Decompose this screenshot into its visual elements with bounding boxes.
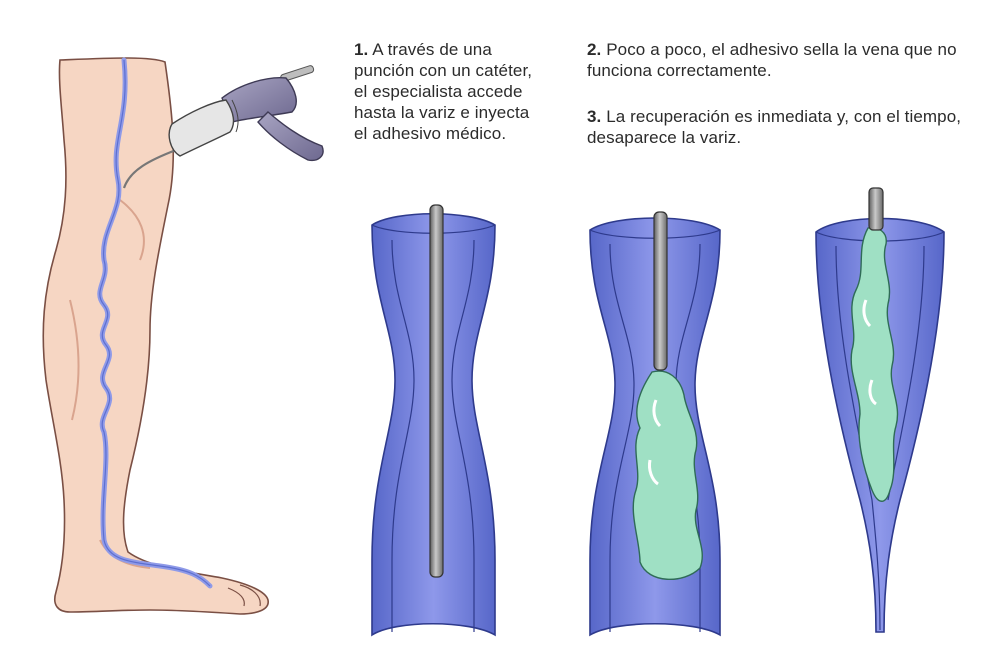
leg-illustration (42, 57, 269, 615)
catheter-1 (429, 204, 444, 578)
step-1-body: A través de una punción con un catéter, … (354, 40, 533, 143)
injector-device-icon (168, 65, 324, 162)
catheter-3 (868, 187, 884, 231)
step-3-text: 3. La recuperación es inmediata y, con e… (587, 106, 987, 148)
step-2-number: 2. (587, 40, 602, 59)
vein-section-1 (371, 204, 496, 637)
adhesive-3 (850, 226, 899, 502)
step-1-number: 1. (354, 40, 369, 59)
step-2-text: 2. Poco a poco, el adhesivo sella la ven… (587, 39, 987, 81)
step-3-number: 3. (587, 107, 602, 126)
vein-section-2 (589, 211, 721, 637)
vein-section-3 (815, 187, 945, 633)
catheter-2 (653, 211, 668, 371)
step-2-body: Poco a poco, el adhesivo sella la vena q… (587, 40, 957, 80)
adhesive-2 (632, 370, 703, 580)
step-3-body: La recuperación es inmediata y, con el t… (587, 107, 962, 147)
step-1-text: 1. A través de una punción con un catéte… (354, 39, 534, 144)
